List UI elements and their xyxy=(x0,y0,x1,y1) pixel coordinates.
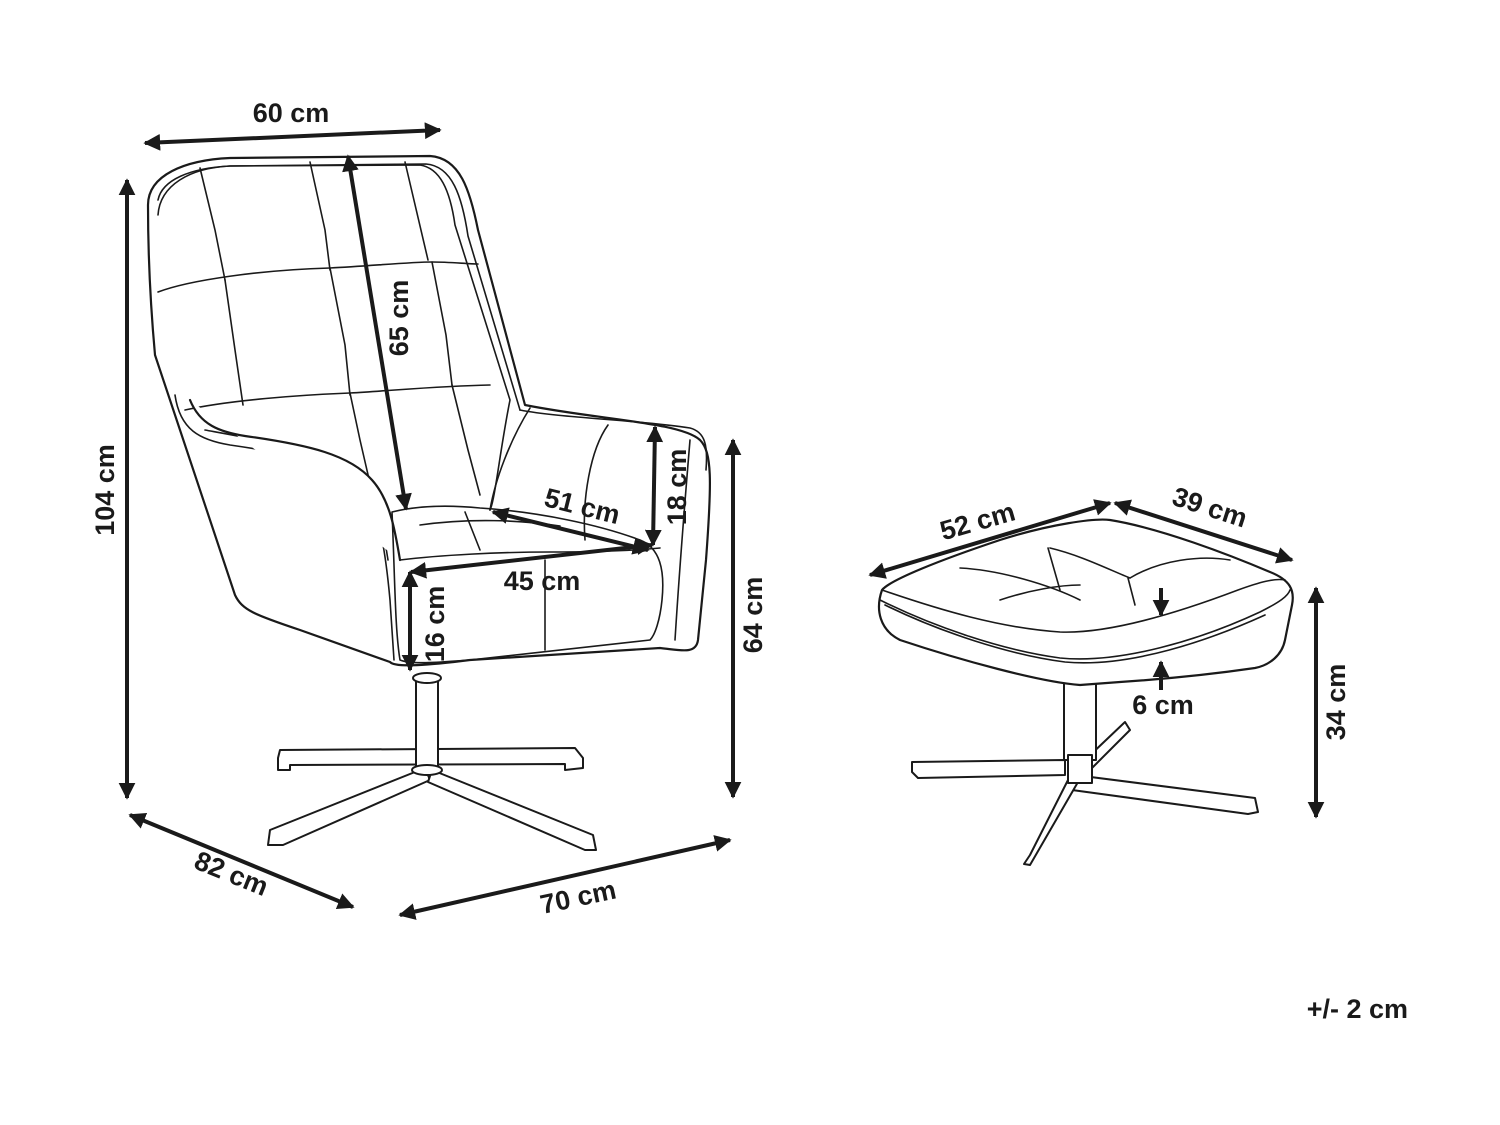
label-chair-height: 104 cm xyxy=(90,444,120,536)
label-seat-thickness: 16 cm xyxy=(420,586,450,663)
tolerance-note: +/- 2 cm xyxy=(1307,994,1408,1024)
label-backrest-height: 65 cm xyxy=(384,280,414,357)
label-ottoman-cushion-thickness: 6 cm xyxy=(1132,690,1194,720)
label-seat-height: 64 cm xyxy=(738,577,768,654)
dim-line-chair-width xyxy=(143,122,442,151)
dim-line-chair-depth xyxy=(128,813,355,909)
dim-line-backrest-height xyxy=(342,154,412,511)
label-chair-width: 60 cm xyxy=(253,98,330,128)
chair-swivel-base xyxy=(267,672,597,851)
dim-line-armrest-height xyxy=(644,425,664,547)
label-chair-depth: 82 cm xyxy=(190,845,272,901)
dim-line-ottoman-depth xyxy=(1113,499,1294,564)
dimension-lines xyxy=(118,122,1325,920)
ottoman-swivel-base xyxy=(911,679,1259,866)
ottoman-drawing xyxy=(878,518,1294,866)
label-ottoman-height: 34 cm xyxy=(1321,664,1351,741)
dim-line-seat-width xyxy=(409,538,654,579)
dim-line-base-width xyxy=(398,835,732,920)
label-armrest-height: 18 cm xyxy=(662,449,692,526)
dim-line-ottoman-width xyxy=(868,499,1112,579)
label-seat-width: 45 cm xyxy=(504,566,581,596)
armchair-drawing xyxy=(146,154,712,851)
